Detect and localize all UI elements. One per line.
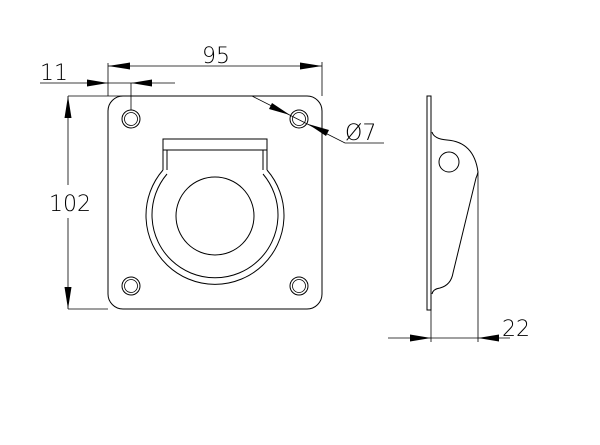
front-view <box>107 95 323 310</box>
mounting-holes <box>121 109 309 296</box>
side-profile <box>431 131 479 295</box>
side-plate <box>426 95 432 311</box>
dimension-depth-label: 22 <box>502 317 530 342</box>
ring-center-hole <box>175 176 255 256</box>
mounting-hole-top-left <box>121 109 141 129</box>
side-hinge-hole <box>438 151 460 173</box>
dimension-height-label: 102 <box>49 192 91 217</box>
dimension-width-label: 95 <box>202 44 230 69</box>
ring-handle <box>145 138 285 285</box>
mounting-hole-bottom-right <box>289 276 309 296</box>
dimension-width: 95 <box>107 44 323 96</box>
side-view <box>426 95 479 342</box>
mounting-plate <box>107 95 323 310</box>
dimension-depth: 22 <box>388 317 530 342</box>
dimension-hole-diameter-label: Ø7 <box>345 121 376 146</box>
dimension-height: 102 <box>49 95 252 310</box>
dimension-hole-offset-label: 11 <box>40 61 68 86</box>
mounting-hole-bottom-left <box>121 276 141 296</box>
mounting-hole-top-right <box>289 109 309 129</box>
dimension-hole-offset: 11 <box>40 61 175 110</box>
dimension-hole-diameter: Ø7 <box>251 95 384 146</box>
